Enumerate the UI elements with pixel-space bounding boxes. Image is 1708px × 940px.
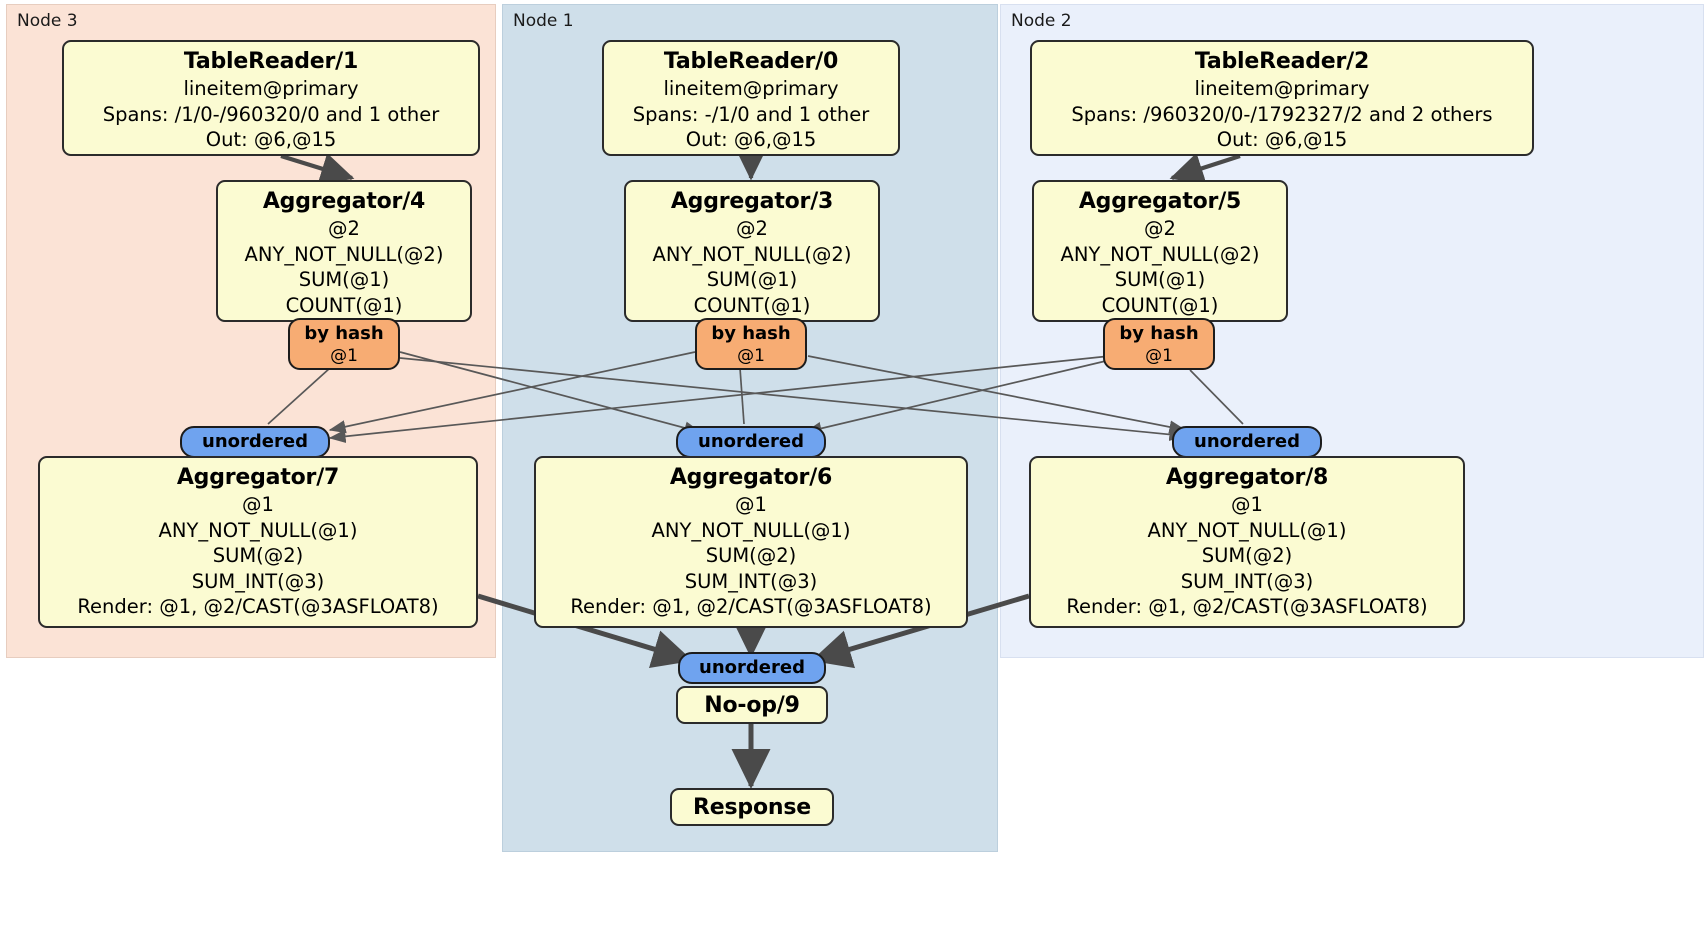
processor-line: SUM(@1) (1114, 268, 1206, 291)
processor-aggregator-5[interactable]: Aggregator/5 @2 ANY_NOT_NULL(@2) SUM(@1)… (1032, 180, 1288, 322)
router-columns: @1 (330, 346, 358, 366)
processor-tablereader-2[interactable]: TableReader/2 lineitem@primary Spans: /9… (1030, 40, 1534, 156)
router-by-hash-left[interactable]: by hash @1 (288, 318, 400, 370)
processor-line: Spans: /960320/0-/1792327/2 and 2 others (1071, 102, 1493, 126)
processor-line: @2 (1144, 217, 1176, 240)
processor-line: COUNT(@1) (285, 293, 403, 317)
synchronizer-unordered-right[interactable]: unordered (1172, 426, 1322, 458)
processor-line: Out: @6,@15 (685, 128, 817, 151)
processor-title: No-op/9 (704, 692, 800, 718)
processor-title: TableReader/1 (183, 49, 359, 74)
processor-line: ANY_NOT_NULL(@1) (158, 518, 358, 542)
processor-line: Out: @6,@15 (1216, 128, 1348, 151)
router-title: by hash (1119, 323, 1199, 344)
processor-line: SUM_INT(@3) (684, 569, 818, 593)
processor-line: ANY_NOT_NULL(@1) (1147, 518, 1347, 542)
processor-title: Aggregator/7 (176, 465, 340, 490)
synchronizer-unordered-middle[interactable]: unordered (676, 426, 826, 458)
processor-line: @2 (736, 217, 768, 240)
processor-title: Aggregator/5 (1078, 189, 1242, 214)
processor-title: Aggregator/8 (1165, 465, 1329, 490)
router-by-hash-right[interactable]: by hash @1 (1103, 318, 1215, 370)
processor-tablereader-0[interactable]: TableReader/0 lineitem@primary Spans: -/… (602, 40, 900, 156)
processor-noop-9[interactable]: No-op/9 (676, 686, 828, 724)
processor-response[interactable]: Response (670, 788, 834, 826)
processor-aggregator-8[interactable]: Aggregator/8 @1 ANY_NOT_NULL(@1) SUM(@2)… (1029, 456, 1465, 628)
processor-title: Aggregator/3 (670, 189, 834, 214)
processor-line: SUM_INT(@3) (1180, 569, 1314, 593)
processor-title: Response (693, 794, 811, 820)
processor-line: COUNT(@1) (1101, 293, 1219, 317)
processor-line: COUNT(@1) (693, 293, 811, 317)
processor-line: @2 (328, 217, 360, 240)
router-by-hash-middle[interactable]: by hash @1 (695, 318, 807, 370)
processor-line: @1 (735, 493, 767, 516)
processor-tablereader-1[interactable]: TableReader/1 lineitem@primary Spans: /1… (62, 40, 480, 156)
processor-line: ANY_NOT_NULL(@2) (244, 242, 444, 266)
processor-line: ANY_NOT_NULL(@1) (651, 518, 851, 542)
processor-line: @1 (242, 493, 274, 516)
node-group-label-node-3: Node 3 (17, 11, 78, 31)
synchronizer-label: unordered (202, 430, 308, 452)
processor-line: SUM(@1) (298, 268, 390, 291)
synchronizer-unordered-final[interactable]: unordered (678, 652, 826, 684)
processor-render-line: Render: @1, @2/CAST(@3ASFLOAT8) (1066, 595, 1428, 618)
processor-line: Out: @6,@15 (205, 128, 337, 151)
processor-line: Spans: -/1/0 and 1 other (632, 102, 870, 126)
processor-title: Aggregator/6 (669, 465, 833, 490)
processor-line: lineitem@primary (663, 77, 839, 100)
processor-line: SUM(@2) (212, 544, 304, 567)
processor-render-line: Render: @1, @2/CAST(@3ASFLOAT8) (570, 595, 932, 618)
router-columns: @1 (1145, 346, 1173, 366)
processor-line: @1 (1231, 493, 1263, 516)
processor-line: SUM(@1) (706, 268, 798, 291)
processor-line: SUM_INT(@3) (191, 569, 325, 593)
processor-line: ANY_NOT_NULL(@2) (1060, 242, 1260, 266)
processor-title: TableReader/0 (663, 49, 839, 74)
processor-aggregator-3[interactable]: Aggregator/3 @2 ANY_NOT_NULL(@2) SUM(@1)… (624, 180, 880, 322)
synchronizer-unordered-left[interactable]: unordered (180, 426, 330, 458)
processor-title: TableReader/2 (1194, 49, 1370, 74)
router-columns: @1 (737, 346, 765, 366)
processor-aggregator-4[interactable]: Aggregator/4 @2 ANY_NOT_NULL(@2) SUM(@1)… (216, 180, 472, 322)
processor-line: lineitem@primary (1194, 77, 1370, 100)
router-title: by hash (711, 323, 791, 344)
processor-render-line: Render: @1, @2/CAST(@3ASFLOAT8) (77, 595, 439, 618)
processor-aggregator-7[interactable]: Aggregator/7 @1 ANY_NOT_NULL(@1) SUM(@2)… (38, 456, 478, 628)
processor-line: SUM(@2) (1201, 544, 1293, 567)
processor-line: ANY_NOT_NULL(@2) (652, 242, 852, 266)
processor-aggregator-6[interactable]: Aggregator/6 @1 ANY_NOT_NULL(@1) SUM(@2)… (534, 456, 968, 628)
router-title: by hash (304, 323, 384, 344)
synchronizer-label: unordered (698, 430, 804, 452)
synchronizer-label: unordered (699, 656, 805, 678)
processor-line: Spans: /1/0-/960320/0 and 1 other (102, 102, 440, 126)
node-group-label-node-2: Node 2 (1011, 11, 1072, 31)
node-group-label-node-1: Node 1 (513, 11, 574, 31)
synchronizer-label: unordered (1194, 430, 1300, 452)
processor-line: lineitem@primary (183, 77, 359, 100)
processor-line: SUM(@2) (705, 544, 797, 567)
processor-title: Aggregator/4 (262, 189, 426, 214)
